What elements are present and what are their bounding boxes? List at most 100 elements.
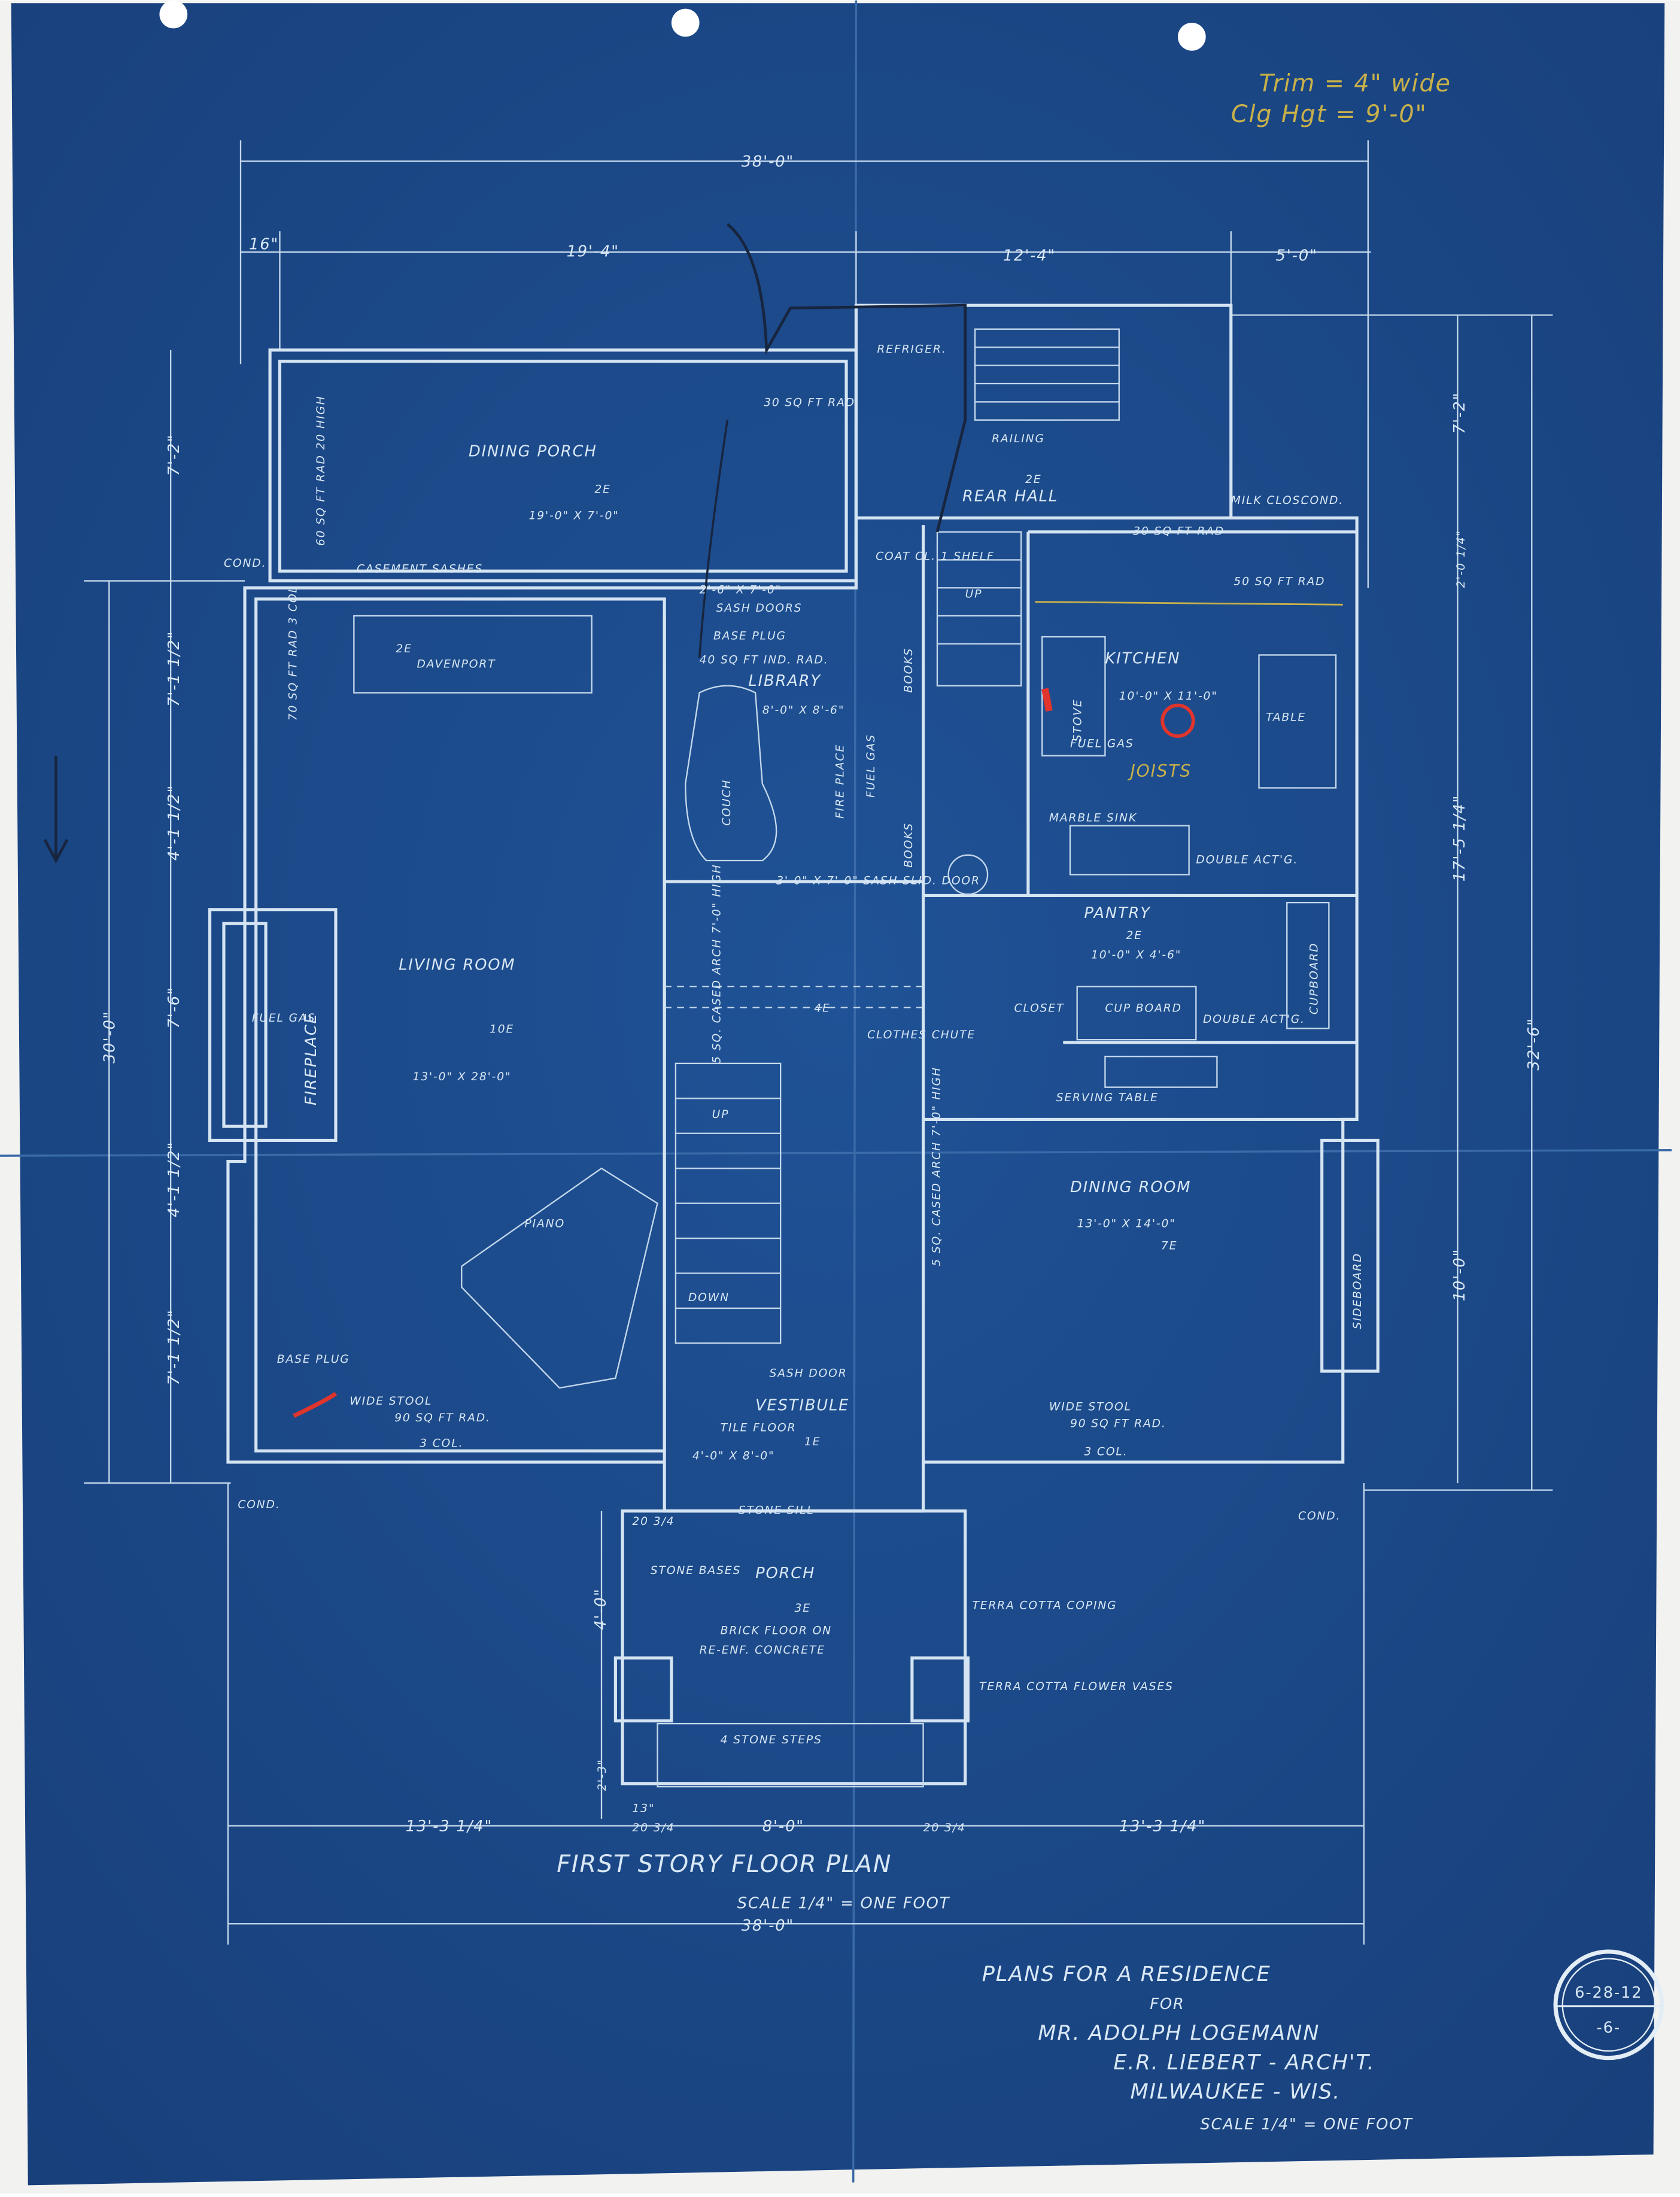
stove	[1041, 636, 1106, 756]
label-railing: RAILING	[992, 433, 1045, 445]
room-living-room: LIVING ROOM	[399, 956, 515, 974]
label-fuel-gas: FUEL GAS	[1070, 738, 1134, 750]
label-wide-stool: WIDE STOOL	[350, 1395, 432, 1408]
blueprint-paper	[11, 3, 1665, 2186]
punch-hole	[1177, 23, 1206, 51]
floor-note: RE-ENF. CONCRETE	[700, 1644, 825, 1657]
red-crayon-mark	[293, 1391, 338, 1418]
light-count: 3E	[795, 1602, 811, 1615]
wash-stand	[947, 854, 989, 895]
dim-bottom-b: 20 3/4	[632, 1822, 675, 1834]
dim-left-f: 7'-1 1/2"	[165, 1309, 183, 1385]
light-count: 2E	[1025, 473, 1041, 486]
label-radiator: 30 SQ FT RAD	[764, 396, 855, 409]
label-stone-sill: STONE SILL	[739, 1504, 815, 1517]
label-sash-door: SASH DOOR	[769, 1367, 847, 1379]
stamp-sheet-number: -6-	[1597, 2019, 1621, 2037]
label-stair-up: UP	[712, 1108, 730, 1121]
label-fuel-gas: FUEL GAS	[252, 1012, 316, 1025]
title-block: PLANS FOR A RESIDENCE FOR MR. ADOLPH LOG…	[982, 1962, 1412, 2134]
dim-right-c: 17'-5 1/4"	[1451, 795, 1469, 882]
dim-right-a: 7'-2"	[1451, 392, 1469, 434]
room-size: 4'-0" X 8'-0"	[692, 1450, 775, 1462]
label-terra-cotta-vases: TERRA COTTA FLOWER VASES	[979, 1681, 1174, 1693]
room-rear-hall: REAR HALL	[962, 487, 1058, 505]
label-coat-closet: COAT CL. 1 SHELF	[876, 551, 995, 563]
furniture	[353, 615, 1337, 1389]
room-porch: PORCH	[755, 1564, 815, 1582]
dim-bottom-overall: 38'-0"	[742, 1917, 794, 1935]
label-radiator: 90 SQ FT RAD.	[1070, 1418, 1166, 1430]
dim-right-overall: 32'-6"	[1525, 1017, 1543, 1070]
dim-top-b: 19'-4"	[567, 242, 619, 260]
label-radiator: 70 SQ FT RAD 3 COL	[287, 585, 299, 721]
label-cup-board: CUP BOARD	[1105, 1002, 1181, 1014]
label-cased-arch: 5 SQ. CASED ARCH 7'-0" HIGH	[931, 1066, 943, 1266]
note-trim: Trim = 4" wide	[1259, 70, 1451, 98]
light-count: 2E	[1126, 929, 1142, 942]
dim-top-c: 12'-4"	[1003, 247, 1056, 265]
floor-note: BRICK FLOOR ON	[721, 1624, 832, 1637]
label-marble-sink: MARBLE SINK	[1049, 812, 1137, 825]
label-cond: COND.	[224, 557, 266, 570]
fold-crease	[0, 1149, 1672, 1157]
label-terra-cotta-coping: TERRA COTTA COPING	[972, 1599, 1117, 1612]
label-table: TABLE	[1266, 711, 1306, 724]
label-davenport: DAVENPORT	[417, 658, 496, 670]
note-joists: JOISTS	[1127, 761, 1192, 781]
piano	[461, 1167, 658, 1389]
dim-left-c: 4'-1 1/2"	[165, 785, 183, 861]
label-serving-table: SERVING TABLE	[1056, 1092, 1159, 1104]
red-crayon-mark	[1160, 703, 1195, 738]
dim-bottom-e: 13'-3 1/4"	[1119, 1818, 1206, 1836]
light-count: 10E	[490, 1023, 514, 1035]
label-radiator: 60 SQ FT RAD 20 HIGH	[315, 395, 327, 546]
label-books: BOOKS	[903, 648, 915, 693]
label-refrigerator: REFRIGER.	[877, 344, 946, 356]
stamp-date: 6-28-12	[1575, 1984, 1642, 2002]
label-base-plug: BASE PLUG	[713, 630, 786, 643]
cupboard	[1286, 901, 1330, 1029]
label-wide-stool: WIDE STOOL	[1049, 1401, 1132, 1414]
punch-hole	[159, 0, 188, 29]
room-size: 10'-0" X 4'-6"	[1091, 949, 1181, 962]
label-double-acting-door: DOUBLE ACT'G.	[1203, 1013, 1305, 1026]
dim-top-a: 16"	[249, 236, 279, 254]
punch-hole	[671, 8, 700, 37]
room-labels: DINING PORCH 2E 19'-0" X 7'-0" LIVING RO…	[399, 443, 1217, 1657]
davenport	[353, 615, 593, 694]
dimension-lines	[84, 140, 1553, 1945]
light-count: 2E	[396, 643, 412, 655]
red-crayon-mark	[1041, 688, 1053, 712]
label-base-plug: BASE PLUG	[277, 1353, 350, 1366]
floor-note: TILE FLOOR	[721, 1422, 797, 1435]
light-count: 1E	[804, 1436, 821, 1448]
couch	[685, 685, 777, 862]
dim-porch-d: 20 3/4	[632, 1515, 675, 1528]
pencil-dimension-mark	[1035, 601, 1343, 606]
light-count: 2E	[594, 483, 610, 496]
title-line-for: FOR	[1150, 1995, 1184, 2013]
cupboard-unit	[1076, 986, 1197, 1041]
label-fireplace: FIREPLACE	[302, 1013, 320, 1105]
dim-porch-b: 2'-3"	[596, 1759, 609, 1791]
walls	[208, 303, 1380, 1788]
dimension-labels: 38'-0" 16" 19'-4" 12'-4" 5'-0" 38'-0" 13…	[101, 153, 1543, 1935]
room-pantry: PANTRY	[1084, 904, 1151, 922]
label-closet: CLOSET	[1014, 1002, 1064, 1014]
dim-top-d: 5'-0"	[1276, 247, 1318, 265]
north-arrow-icon	[43, 755, 69, 864]
plan-scale: SCALE 1/4" = ONE FOOT	[737, 1895, 950, 1913]
label-cond: COND.	[1301, 494, 1344, 507]
title-line-client: MR. ADOLPH LOGEMANN	[1038, 2020, 1320, 2045]
dim-right-b: 2'-0 1/4"	[1455, 530, 1468, 588]
label-stair-down: DOWN	[688, 1292, 730, 1304]
label-stone-bases: STONE BASES	[651, 1564, 741, 1577]
light-count: 4E	[814, 1002, 830, 1014]
label-radiator-columns: 3 COL.	[420, 1437, 463, 1450]
dim-left-e: 4'-1 1/2"	[165, 1141, 183, 1217]
dim-bottom-c: 8'-0"	[762, 1818, 804, 1836]
label-sash-sliding-door: 3'-0" X 7'-0" SASH SLID. DOOR	[776, 875, 980, 888]
dim-porch-a: 4'-0"	[592, 1588, 610, 1630]
